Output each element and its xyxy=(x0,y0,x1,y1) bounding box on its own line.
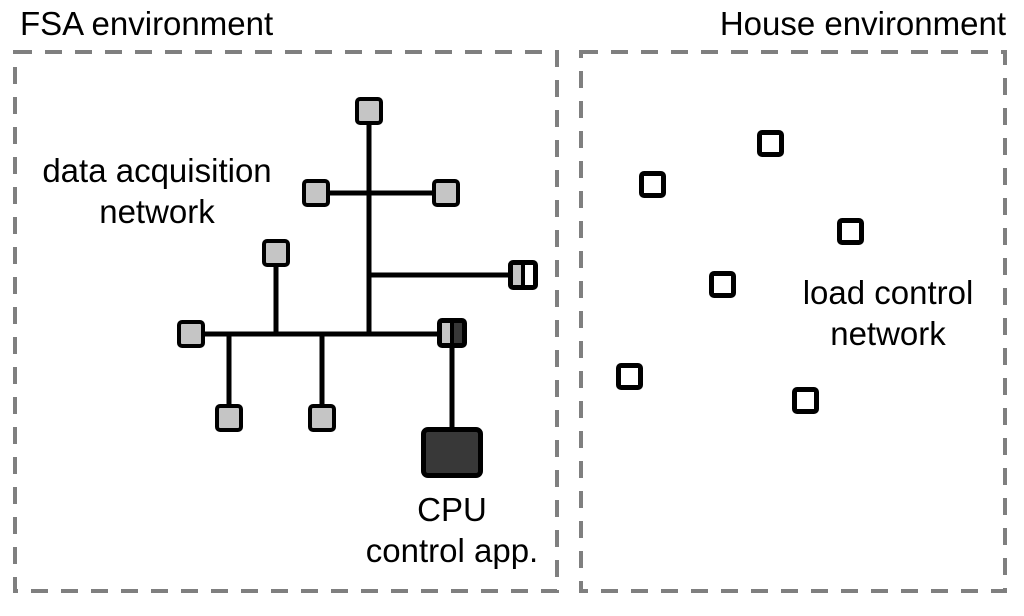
load-control-network-label-line2: network xyxy=(830,315,946,352)
cpu-control-app-label-line2: control app. xyxy=(365,532,539,569)
cpu-control-app-box xyxy=(421,427,483,478)
data-acquisition-network-label-line2: network xyxy=(99,193,215,230)
sensor-node xyxy=(215,404,243,432)
sensor-node xyxy=(432,179,460,207)
load-node xyxy=(709,271,736,298)
fsa-environment-boundary xyxy=(13,50,559,593)
gateway-right-cell xyxy=(454,323,462,343)
gateway-left-cell xyxy=(442,323,450,343)
sensor-node xyxy=(177,320,205,348)
sensor-node xyxy=(308,404,336,432)
gateway-left-cell xyxy=(513,265,521,285)
load-node xyxy=(757,130,784,157)
load-node xyxy=(616,363,643,390)
load-node xyxy=(639,171,666,198)
data-acquisition-network-label-line1: data acquisition xyxy=(42,152,272,189)
house-environment-boundary xyxy=(579,50,1007,593)
sensor-node xyxy=(262,239,290,267)
gateway-node xyxy=(437,318,467,348)
load-control-network-label: load control network xyxy=(758,272,1018,354)
sensor-node xyxy=(302,179,330,207)
gateway-node xyxy=(508,260,538,290)
data-acquisition-network-label: data acquisition network xyxy=(27,150,287,232)
cpu-control-app-label-line1: CPU xyxy=(417,491,487,528)
sensor-node xyxy=(355,97,383,125)
gateway-right-cell xyxy=(525,265,533,285)
house-environment-title: House environment xyxy=(719,5,1006,42)
load-control-network-label-line1: load control xyxy=(802,274,974,311)
load-node xyxy=(792,387,819,414)
cpu-control-app-label: CPU control app. xyxy=(322,489,582,571)
fsa-environment-title: FSA environment xyxy=(20,5,274,42)
load-node xyxy=(837,218,864,245)
